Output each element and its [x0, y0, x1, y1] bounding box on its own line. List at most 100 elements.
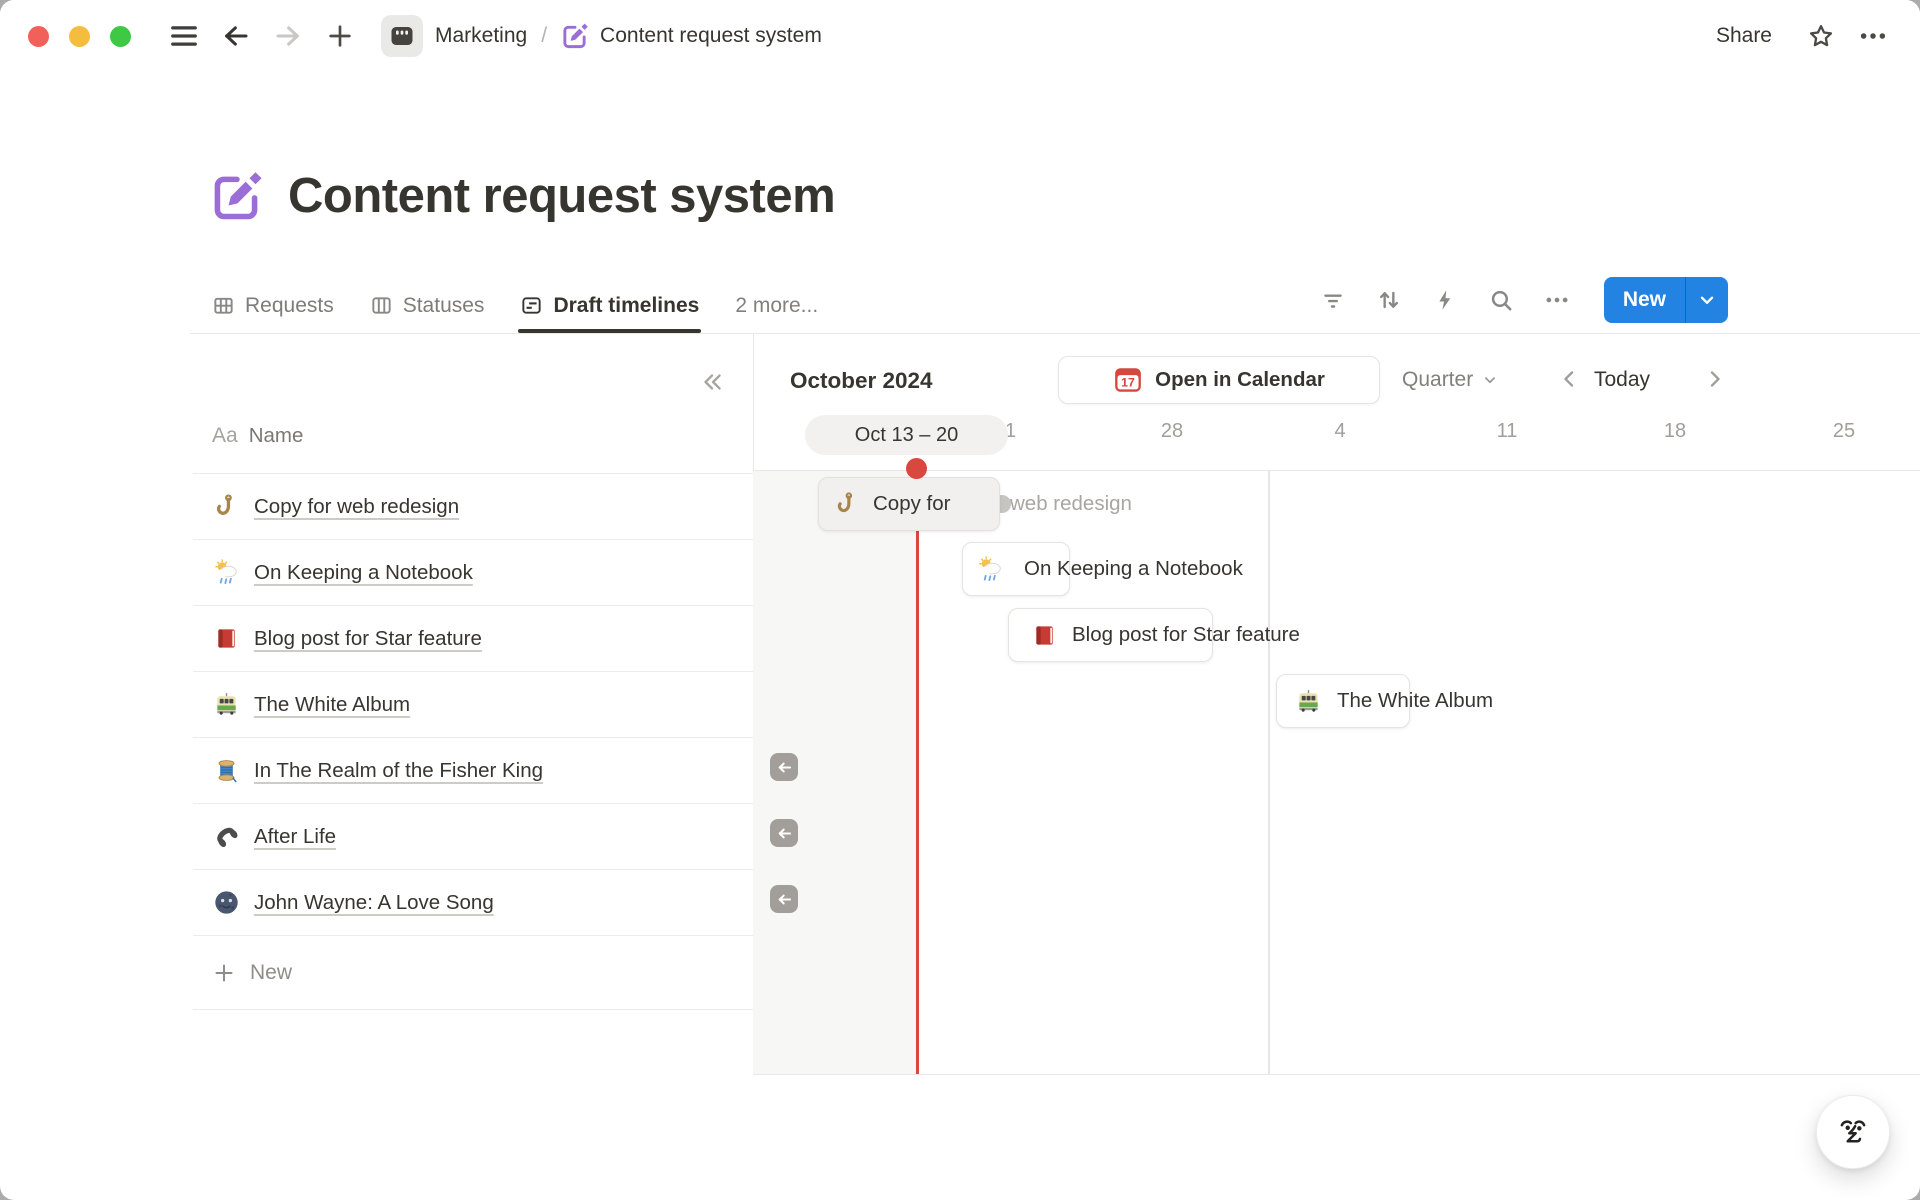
view-tabs: Requests Statuses Draft timelines 2 more… [212, 278, 818, 333]
tab-label: Requests [245, 293, 334, 317]
tab-draft-timelines[interactable]: Draft timelines [518, 278, 702, 333]
today-button[interactable]: Today [1594, 368, 1651, 391]
automation-icon[interactable] [1432, 287, 1458, 313]
sort-icon[interactable] [1376, 287, 1402, 313]
table-row[interactable]: In The Realm of the Fisher King [193, 738, 753, 804]
week-tick: 18 [1663, 420, 1687, 442]
close-button[interactable] [28, 25, 49, 47]
new-row-button[interactable]: New [193, 936, 753, 1010]
open-in-calendar-button[interactable]: Open in Calendar [1058, 356, 1380, 404]
memo-pencil-icon [561, 23, 588, 50]
tram-icon [213, 691, 240, 718]
star-icon[interactable] [1802, 17, 1840, 55]
today-indicator-dot [906, 458, 927, 479]
name-column-label: Name [248, 424, 304, 447]
phone-icon [213, 823, 240, 850]
new-dropdown-button[interactable] [1686, 277, 1728, 323]
tram-icon [1295, 688, 1322, 715]
timeline-canvas: Copy for web redesign On Keeping a Noteb… [753, 471, 1920, 1075]
bar-overflow-label: web redesign [1010, 492, 1132, 515]
forward-arrow-icon[interactable] [269, 17, 307, 55]
week-tick: 11 [1496, 420, 1518, 442]
timeline-icon [520, 294, 543, 317]
timeline-bar-blog-post-for-star-feature[interactable]: Blog post for Star feature [1008, 608, 1300, 662]
row-title: Copy for web redesign [254, 494, 460, 518]
row-title: In The Realm of the Fisher King [254, 758, 544, 782]
row-title: On Keeping a Notebook [254, 560, 473, 584]
tab-label: Statuses [402, 293, 485, 317]
arrow-left-icon [775, 758, 794, 777]
workspace-projects-icon[interactable] [381, 15, 423, 57]
chevron-left-icon [1556, 366, 1582, 392]
timeline-bar-copy-for-web-redesign[interactable]: Copy for [818, 477, 1000, 531]
scroll-to-item-button[interactable] [770, 819, 798, 847]
minimize-button[interactable] [69, 25, 90, 47]
filter-icon[interactable] [1320, 287, 1346, 313]
hook-icon [213, 493, 240, 520]
scroll-to-item-button[interactable] [770, 885, 798, 913]
menu-icon[interactable] [165, 17, 203, 55]
timeline-bar-the-white-album[interactable]: The White Album [1276, 674, 1493, 728]
scroll-to-item-button[interactable] [770, 753, 798, 781]
table-row[interactable]: After Life [193, 804, 753, 870]
red-book-icon [213, 625, 240, 652]
table-icon [212, 294, 235, 317]
search-icon[interactable] [1488, 287, 1514, 313]
new-row-label: New [250, 960, 293, 984]
bar-label: Blog post for Star feature [1072, 623, 1300, 646]
collapse-panel-button[interactable] [696, 366, 728, 398]
bar-label: Copy for [873, 492, 951, 515]
notion-ai-button[interactable] [1816, 1095, 1890, 1169]
share-button[interactable]: Share [1715, 24, 1772, 47]
plus-icon[interactable] [321, 17, 359, 55]
month-divider-line [1268, 471, 1270, 1074]
tab-requests[interactable]: Requests [212, 278, 334, 333]
timeline-scale-select[interactable]: Quarter [1402, 368, 1499, 392]
calendar-icon [1113, 365, 1143, 395]
current-week-pill: Oct 13 – 20 [805, 415, 1008, 455]
chevron-down-icon [1696, 289, 1718, 311]
bar-label: On Keeping a Notebook [1024, 557, 1243, 580]
chevron-right-icon [1702, 366, 1728, 392]
table-row[interactable]: On Keeping a Notebook [193, 540, 753, 606]
red-book-icon [1031, 622, 1058, 649]
text-property-icon: Aa [212, 424, 238, 447]
tab-statuses[interactable]: Statuses [370, 278, 485, 333]
page-title[interactable]: Content request system [288, 169, 836, 223]
breadcrumb-page-label: Content request system [600, 24, 822, 47]
table-row[interactable]: John Wayne: A Love Song [193, 870, 753, 936]
plus-icon [215, 964, 233, 981]
view-actions: New [1320, 277, 1728, 323]
board-icon [370, 294, 393, 317]
week-tick: 25 [1832, 420, 1856, 442]
open-in-calendar-label: Open in Calendar [1155, 368, 1325, 391]
breadcrumb-workspace[interactable]: Marketing [435, 24, 528, 47]
timeline-next-button[interactable] [1702, 366, 1728, 392]
more-icon[interactable] [1854, 17, 1892, 55]
timeline-header-border [753, 470, 1920, 471]
new-button[interactable]: New [1622, 288, 1666, 311]
more-tabs-button[interactable]: 2 more... [735, 293, 819, 317]
timeline-bar-on-keeping-a-notebook[interactable]: On Keeping a Notebook [962, 542, 1243, 596]
double-chevron-left-icon [698, 368, 726, 396]
table-row[interactable]: Blog post for Star feature [193, 606, 753, 672]
new-button-group: New [1603, 277, 1728, 323]
table-row[interactable]: Copy for web redesign [193, 474, 753, 540]
breadcrumb-separator: / [541, 24, 548, 47]
window-topbar: Marketing / Content request system Share [0, 0, 1920, 72]
zoom-button[interactable] [110, 25, 131, 47]
timeline-prev-button[interactable] [1556, 366, 1582, 392]
name-column-header[interactable]: Aa Name [212, 424, 303, 448]
breadcrumb-page[interactable]: Content request system [561, 23, 822, 50]
arrow-left-icon [775, 890, 794, 909]
table-row[interactable]: The White Album [193, 672, 753, 738]
view-more-icon[interactable] [1544, 287, 1570, 313]
today-indicator-line [916, 471, 919, 1074]
thread-icon [213, 757, 240, 784]
back-arrow-icon[interactable] [217, 17, 255, 55]
page-memo-pencil-icon[interactable] [210, 171, 262, 223]
moon-face-icon [213, 889, 240, 916]
page-header: Content request system [210, 169, 836, 224]
hook-icon [834, 491, 861, 518]
